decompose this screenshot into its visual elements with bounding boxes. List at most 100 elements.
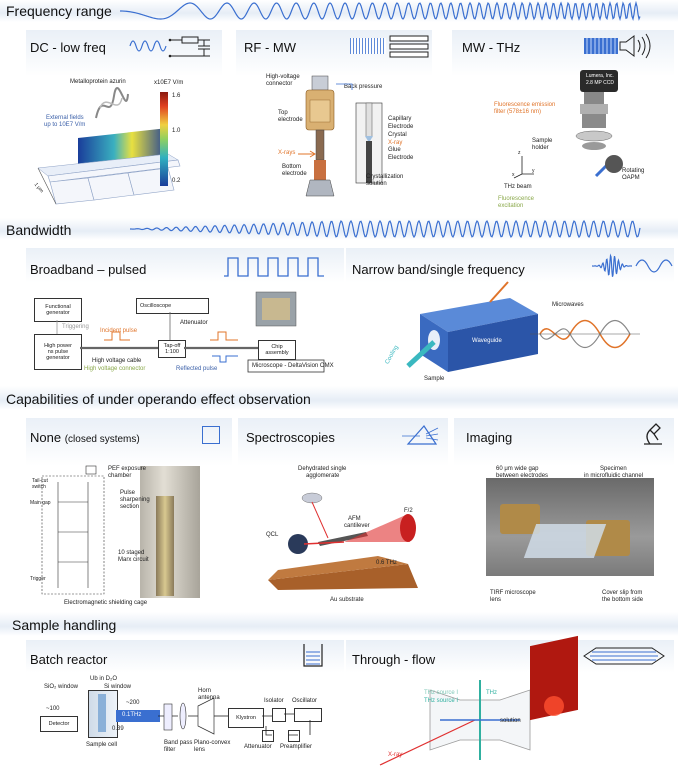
rf-glue-label: Glue (388, 147, 401, 153)
thz-beam-label: THz beam (504, 184, 532, 190)
dc-title: DC - low freq (30, 40, 106, 55)
bandwidth-title: Bandwidth (6, 222, 72, 238)
rf-electrode2-label: Electrode (388, 155, 414, 161)
marx-circuit-diagram (41, 465, 105, 595)
dc-fields-label-2: up to 10E7 V/m (44, 122, 86, 128)
triggering-label: Triggering (62, 324, 89, 330)
closed-square-icon (202, 426, 220, 444)
broadband-title: Broadband – pulsed (30, 262, 147, 277)
thz-title: MW - THz (462, 40, 521, 55)
tailcut-label-1: Tail-cut (32, 478, 48, 484)
attenuator-label: Attenuator (180, 320, 208, 326)
lens-label-1: Plano-convex (194, 740, 231, 746)
waveguide-label: Waveguide (472, 338, 502, 344)
dc-scale-tick-mid: 1.0 (172, 128, 181, 134)
thz-camera-label-1: Lumera, Inc. (586, 73, 614, 79)
thz-axis-y: y (532, 168, 535, 174)
rc-circuit-icon (168, 36, 210, 58)
wave-packet-icon (591, 253, 673, 277)
hv-cable-label: High voltage cable (92, 358, 142, 364)
sio2-label: SiO₂ window (44, 684, 79, 690)
lens-label-2: lens (194, 747, 206, 753)
bandwidth-wave-icon (129, 219, 641, 239)
tapoff-label-2: 1:100 (165, 349, 179, 355)
tirf-label-2: lens (490, 597, 502, 603)
klystron-box: Klystron (228, 708, 264, 728)
beaker-icon (303, 644, 323, 667)
isolator-label: Isolator (264, 698, 284, 704)
rf-hv-label-2: connector (266, 81, 293, 87)
dc-colorbar (160, 92, 168, 186)
isolator-box (272, 708, 286, 722)
src1-label: THz source I (424, 690, 459, 696)
thz-filter-label-2: filter (578±16 nm) (494, 109, 541, 115)
thz-axis-z: z (518, 150, 521, 156)
microwaves-label: Microwaves (552, 302, 584, 308)
flow-title: Through - flow (352, 652, 436, 667)
gap-label-2: between electrodes (496, 473, 549, 479)
trigger-label: Trigger (30, 576, 46, 582)
thz-oapm-label: OAPM (622, 175, 640, 181)
rf-cryst-label-1: Crystallization (366, 174, 404, 180)
thz-label: 0.6 THz (376, 560, 397, 566)
chirp-wave-icon (119, 0, 641, 22)
pulse-gen-label-2: ns pulse (47, 348, 69, 355)
sample-label: Sample (424, 376, 445, 382)
imaging-title: Imaging (466, 430, 513, 445)
flow-channel-icon (583, 647, 665, 665)
marx-column (156, 496, 174, 596)
pulse-section-label-2: sharpening (120, 497, 150, 503)
thz-holder-label-1: Sample (532, 138, 553, 144)
thz-axes (513, 156, 534, 179)
reflected-pulse-label: Reflected pulse (176, 366, 218, 372)
square-pulse-icon (224, 257, 324, 277)
oscilloscope-box: Oscilloscope (136, 298, 209, 314)
marx-label-2: Marx circuit (118, 557, 149, 563)
attenuator-box (262, 730, 274, 742)
microscope-label: Microscope - DeltaVision OMX (252, 363, 334, 369)
rf-electrode-label: Electrode (388, 124, 414, 130)
au-label: Au substrate (330, 597, 364, 603)
hv-connector-label: High voltage connector (84, 366, 146, 372)
horn-label-1: Horn (198, 688, 212, 694)
src2-label: THz source I (424, 698, 459, 704)
pulse-gen-label-1: High power (44, 342, 72, 349)
dc-fields-label-1: External fields (46, 115, 84, 121)
main-gap-label: Main gap (30, 500, 51, 506)
specimen-label-1: Specimen (600, 466, 627, 472)
preamp-label: Preamplifier (280, 744, 313, 750)
dc-scale-unit: x10E7 V/m (154, 80, 184, 86)
dc-scale-tick-top: 1.6 (172, 93, 181, 99)
afm-label-1: AFM (348, 516, 361, 522)
tirf-label-1: TIRF microscope (490, 590, 536, 596)
dc-scale-tick-bottom: 0.2 (172, 178, 181, 184)
gap-label-1: 60 μm wide gap (496, 466, 539, 472)
pulse-section-label-3: section (120, 504, 140, 510)
narrow-title: Narrow band/single frequency (352, 262, 525, 277)
oscillator-box (294, 708, 322, 722)
chip-label-2: assembly (265, 350, 289, 356)
thz-filter-label-1: Fluorescence emission (494, 102, 556, 108)
qcl-label: QCL (266, 532, 279, 538)
si-window-label: Si window (104, 684, 132, 690)
agglomerate-label-1: Dehydrated single (298, 466, 347, 472)
agglomerate-label-2: agglomerate (306, 473, 340, 479)
frequency-range-title: Frequency range (6, 3, 112, 19)
thz-rotating-label: Rotating (622, 168, 645, 174)
func-gen-label-1: Functional (45, 303, 71, 310)
klystron-label: Klystron (236, 714, 256, 721)
none-title-text: None (30, 430, 62, 445)
func-gen-label-2: generator (46, 310, 70, 316)
rf-crystal-label: Crystal (388, 132, 407, 138)
rf-cell-drawing (305, 75, 353, 197)
n200-label: ~200 (126, 700, 140, 706)
microscope-icon (644, 423, 662, 445)
rf-capillary-label: Capillary (388, 116, 412, 122)
chirp-block-icon (350, 38, 386, 54)
dc-protein-label: Metalloprotein azurin (70, 79, 126, 85)
flow-xray-label: X-ray (388, 752, 403, 758)
prism-icon (402, 425, 439, 445)
f2-label: F/2 (404, 508, 413, 514)
